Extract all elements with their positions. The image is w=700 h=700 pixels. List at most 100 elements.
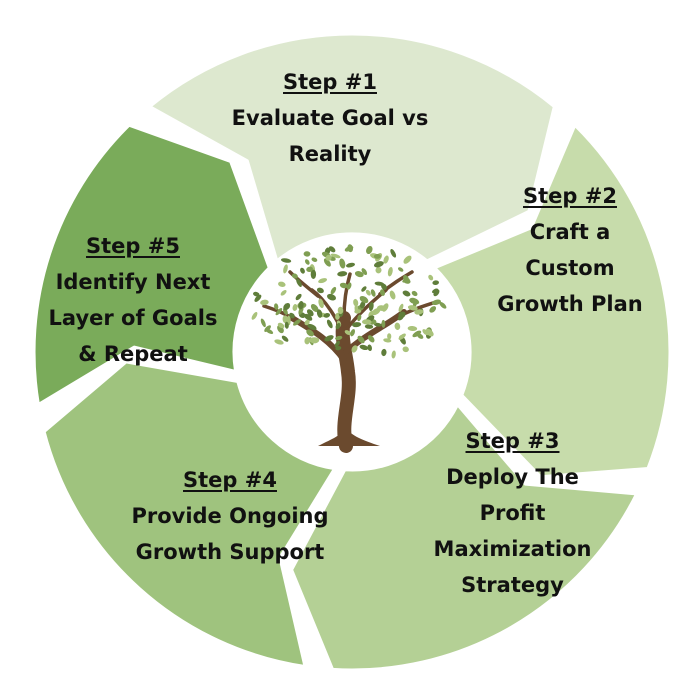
tree-leaf-icon bbox=[298, 301, 304, 310]
step-3-label: Step #3 Deploy The Profit Maximization S… bbox=[405, 423, 620, 603]
tree-leaf-icon bbox=[387, 333, 392, 340]
step-3-segment bbox=[290, 403, 639, 672]
tree-leaf-icon bbox=[325, 254, 332, 261]
tree-leaf-icon bbox=[275, 308, 283, 316]
step-4-label: Step #4 Provide Ongoing Growth Support bbox=[95, 462, 365, 570]
step-1-title: Step #1 bbox=[283, 70, 377, 94]
tree-leaf-icon bbox=[403, 275, 410, 283]
step-2-text-line-1: Craft a bbox=[529, 220, 611, 244]
tree-leaf-icon bbox=[357, 335, 365, 344]
tree-leaf-icon bbox=[326, 319, 333, 329]
tree-leaf-icon bbox=[359, 344, 369, 351]
tree-leaf-icon bbox=[387, 266, 393, 277]
step-5-label: Step #5 Identify Next Layer of Goals & R… bbox=[18, 228, 248, 372]
tree-leaf-icon bbox=[370, 289, 376, 297]
tree-leaf-icon bbox=[293, 319, 301, 326]
tree-leaf-icon bbox=[304, 337, 311, 345]
tree-leaf-icon bbox=[398, 333, 406, 340]
tree-leaf-icon bbox=[335, 335, 343, 341]
tree-leaf-icon bbox=[339, 258, 346, 269]
step-3-text-line-1: Deploy The bbox=[446, 465, 579, 489]
tree-leaf-icon bbox=[303, 251, 311, 257]
tree-leaf-icon bbox=[373, 322, 382, 327]
step-3-text-line-2: Profit bbox=[479, 501, 546, 525]
tree-leaf-icon bbox=[354, 271, 364, 278]
tree-leaf-icon bbox=[318, 278, 328, 284]
tree-leaf-icon bbox=[335, 312, 340, 320]
tree-leaf-icon bbox=[254, 294, 262, 302]
tree-leaf-icon bbox=[323, 258, 331, 267]
tree-leaf-icon bbox=[412, 330, 422, 338]
tree-leaf-icon bbox=[304, 313, 313, 321]
tree-leaf-icon bbox=[278, 281, 286, 288]
tree-roots-icon bbox=[318, 428, 380, 446]
tree-leaf-icon bbox=[431, 299, 441, 306]
tree-leaf-icon bbox=[439, 301, 447, 309]
tree-leaf-icon bbox=[304, 319, 310, 326]
step-1-text-line-2: Reality bbox=[288, 142, 372, 166]
step-1-text-line-1: Evaluate Goal vs bbox=[231, 106, 429, 130]
tree-leaf-icon bbox=[316, 287, 324, 294]
tree-leaf-icon bbox=[280, 258, 292, 263]
tree-leaf-icon bbox=[362, 319, 372, 325]
tree-leaf-icon bbox=[251, 312, 258, 320]
tree-leaf-icon bbox=[277, 322, 285, 329]
tree-leaf-icon bbox=[381, 319, 386, 328]
tree-leaf-icon bbox=[283, 264, 288, 274]
tree-leaf-icon bbox=[425, 328, 434, 337]
tree-leaf-icon bbox=[389, 290, 396, 300]
tree-leaf-icon bbox=[309, 337, 320, 344]
tree-leaf-icon bbox=[367, 335, 375, 343]
tree-leaf-icon bbox=[316, 309, 323, 318]
tree-leaf-icon bbox=[368, 301, 374, 312]
tree-leaf-icon bbox=[284, 321, 289, 329]
step-5-text-line-1: Identify Next bbox=[55, 270, 211, 294]
tree-leaf-icon bbox=[326, 293, 337, 301]
step-4-segment bbox=[42, 360, 337, 668]
tree-leaf-icon bbox=[335, 346, 342, 351]
tree-leaf-icon bbox=[334, 340, 340, 348]
tree-leaf-icon bbox=[367, 344, 372, 352]
tree-leaf-icon bbox=[409, 297, 420, 305]
tree-leaf-icon bbox=[391, 350, 396, 359]
tree-leaf-icon bbox=[260, 299, 269, 306]
tree-leaf-icon bbox=[361, 286, 367, 292]
tree-leaf-icon bbox=[318, 298, 324, 309]
step-4-text-line-1: Provide Ongoing bbox=[131, 504, 329, 528]
tree-leaf-icon bbox=[366, 245, 373, 255]
tree-leaf-icon bbox=[260, 318, 266, 328]
tree-leaf-icon bbox=[351, 345, 358, 353]
tree-leaf-icon bbox=[411, 290, 418, 297]
tree-leaf-icon bbox=[403, 255, 412, 264]
tree-leaf-icon bbox=[383, 255, 389, 264]
tree-leaf-icon bbox=[344, 330, 351, 336]
tree-leaf-icon bbox=[361, 268, 368, 276]
tree-leaf-icon bbox=[359, 301, 366, 309]
step-5-title: Step #5 bbox=[86, 234, 180, 258]
tree-leaf-icon bbox=[330, 286, 337, 295]
tree-leaf-icon bbox=[407, 305, 418, 311]
tree-leaf-icon bbox=[306, 309, 314, 317]
tree-leaf-icon bbox=[345, 262, 356, 268]
tree-leaf-icon bbox=[371, 308, 381, 316]
tree-leaf-icon bbox=[417, 333, 424, 339]
tree-leaf-icon bbox=[432, 288, 439, 294]
tree-leaf-icon bbox=[353, 298, 359, 307]
tree-leaf-icon bbox=[274, 303, 279, 310]
tree-leaf-icon bbox=[324, 335, 334, 342]
tree-leaf-icon bbox=[428, 274, 434, 281]
tree-leaf-icon bbox=[306, 266, 313, 272]
step-1-label: Step #1 Evaluate Goal vs Reality bbox=[170, 64, 490, 172]
step-2-title: Step #2 bbox=[523, 184, 617, 208]
tree-leaf-icon bbox=[310, 269, 317, 279]
tree-leaf-icon bbox=[364, 324, 374, 329]
tree-leaf-icon bbox=[310, 304, 319, 312]
tree-leaf-icon bbox=[281, 335, 289, 342]
tree-leaf-icon bbox=[296, 278, 302, 288]
step-3-text-line-4: Strategy bbox=[461, 573, 564, 597]
tree-leaf-icon bbox=[346, 282, 352, 290]
tree-leaf-icon bbox=[291, 273, 298, 279]
tree-leaf-icon bbox=[373, 253, 381, 259]
tree-leaf-icon bbox=[359, 296, 369, 304]
tree-leaf-icon bbox=[339, 282, 348, 289]
